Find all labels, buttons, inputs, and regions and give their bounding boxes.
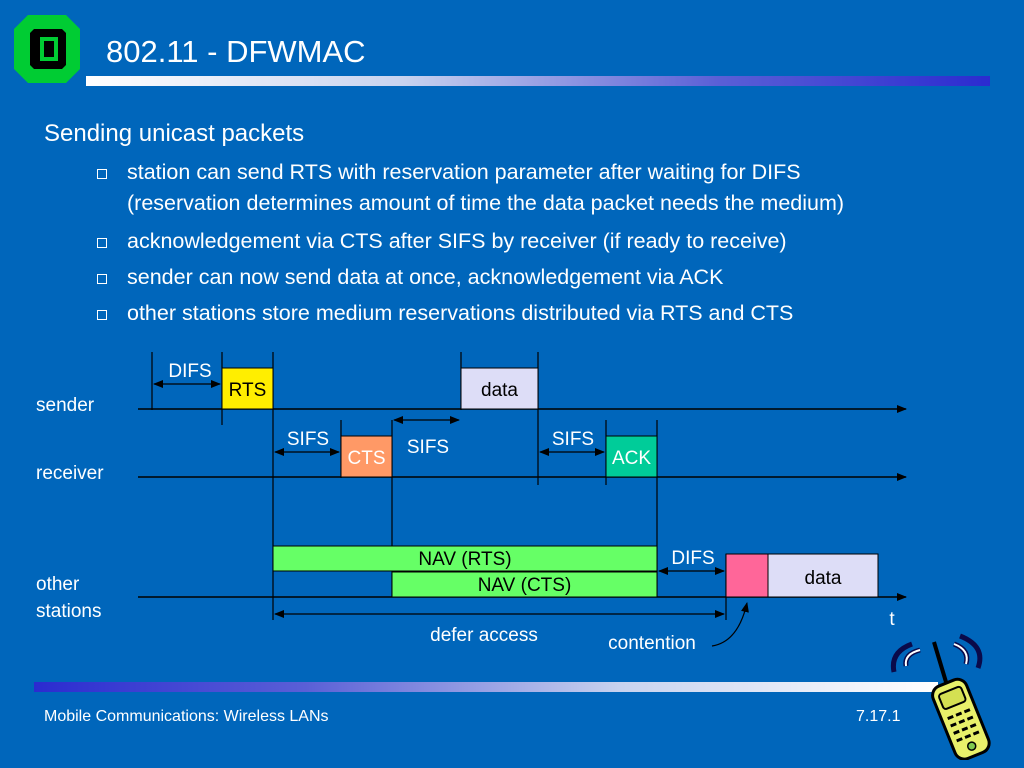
title-divider <box>86 76 990 86</box>
bullet-text: other stations store medium reservations… <box>127 301 794 325</box>
university-logo-icon <box>14 15 80 83</box>
bullet-square-icon <box>97 169 107 179</box>
rts-frame <box>221 367 274 410</box>
section-heading: Sending unicast packets <box>44 120 305 147</box>
time-axis-label: t <box>889 609 895 630</box>
sifs-1-label: SIFS <box>287 429 329 450</box>
bullet-text: station can send RTS with reservation pa… <box>127 160 801 184</box>
nav-cts-bar <box>391 571 658 598</box>
other-data-label: data <box>805 568 842 589</box>
receiver-row-label: receiver <box>36 463 104 484</box>
difs-other-label: DIFS <box>671 548 714 569</box>
nav-rts-label: NAV (RTS) <box>418 549 511 570</box>
other-stations-row-label-line1: other <box>36 574 80 595</box>
footer-slide-number: 7.17.1 <box>856 708 901 725</box>
bullet-square-icon <box>97 274 107 284</box>
difs-sender-label: DIFS <box>168 361 211 382</box>
ack-frame <box>605 435 658 478</box>
other-data-frame <box>767 553 879 598</box>
cts-frame <box>340 435 393 478</box>
other-stations-row-label-line2: stations <box>36 601 101 622</box>
sender-data-label: data <box>481 380 518 401</box>
sifs-2-label: SIFS <box>407 437 449 458</box>
sender-row-label: sender <box>36 395 95 416</box>
contention-pointer-arrow <box>711 602 749 647</box>
sifs-3-label: SIFS <box>552 429 594 450</box>
contention-slot <box>725 553 769 598</box>
nav-cts-label: NAV (CTS) <box>478 575 572 596</box>
defer-access-label: defer access <box>430 625 538 646</box>
bullet-square-icon <box>97 310 107 320</box>
sender-data-frame <box>460 367 539 410</box>
ack-label: ACK <box>612 448 651 469</box>
bullet-text: (reservation determines amount of time t… <box>127 191 845 215</box>
slide-title: 802.11 - DFWMAC <box>106 34 366 69</box>
bullet-text: sender can now send data at once, acknow… <box>127 265 724 289</box>
bullet-text: acknowledgement via CTS after SIFS by re… <box>127 229 787 253</box>
footer-course-title: Mobile Communications: Wireless LANs <box>44 708 329 725</box>
contention-label: contention <box>608 633 696 654</box>
mobile-phone-icon <box>890 633 991 760</box>
bullet-square-icon <box>97 238 107 248</box>
cts-label: CTS <box>348 448 386 469</box>
footer-divider <box>34 682 938 692</box>
rts-label: RTS <box>229 380 267 401</box>
nav-rts-bar <box>272 545 658 572</box>
